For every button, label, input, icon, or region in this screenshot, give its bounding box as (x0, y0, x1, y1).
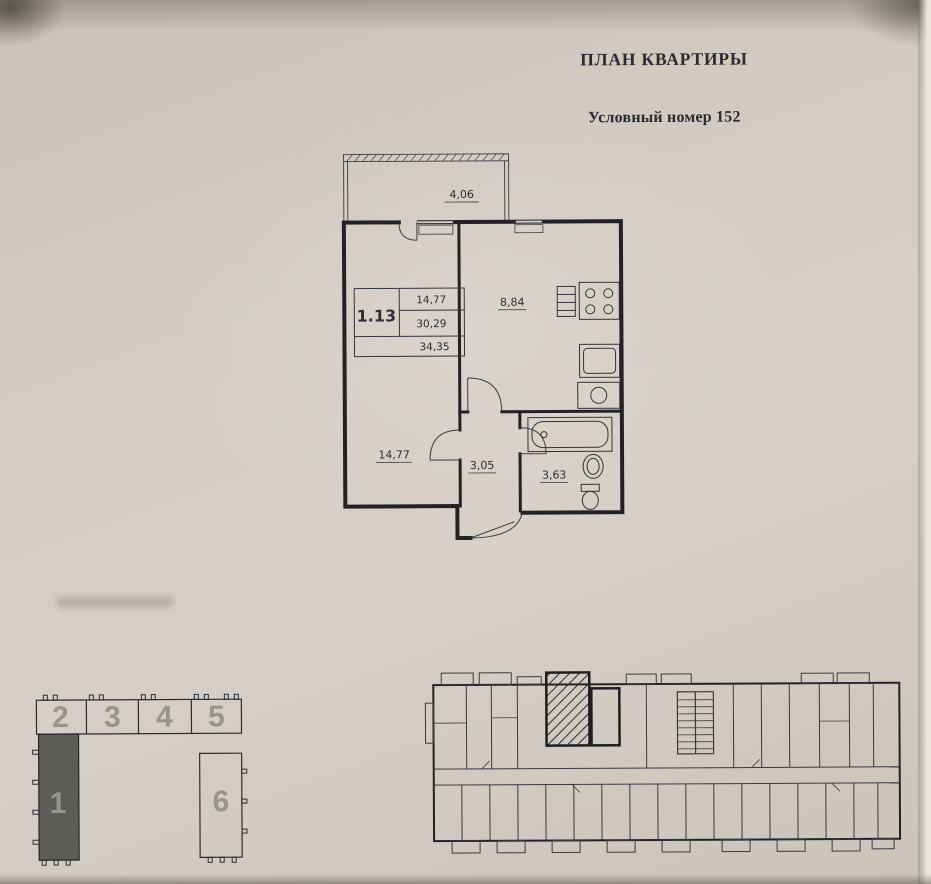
section-notches (32, 693, 248, 866)
section-4-label: 4 (156, 701, 173, 734)
outer-walls (341, 219, 625, 541)
section-6-label: 6 (212, 785, 229, 818)
interior-details (433, 717, 850, 793)
highlighted-apartment-unit (544, 671, 591, 747)
section-3-label: 3 (104, 701, 121, 734)
bathtub-icon (527, 416, 613, 453)
adjacent-unit-outline (590, 686, 621, 747)
bottom-partitions (461, 782, 879, 842)
interior-walls (457, 222, 624, 513)
building-section-scheme: 2 3 4 5 1 6 (32, 693, 248, 866)
door-swings (398, 222, 547, 539)
living-area-label: 14,77 (416, 294, 446, 306)
corridor-walls (433, 766, 900, 786)
paper-right-edge (918, 0, 931, 884)
balcony-area-label: 4,06 (449, 188, 474, 201)
apartment-floor-plan: 1.13 14,77 30,29 34,35 4,06 8,84 14,77 3… (341, 153, 625, 541)
scan-smudge-artifact (55, 595, 174, 609)
stove-icon (556, 281, 620, 320)
hall-area-label: 3,05 (470, 459, 495, 472)
bathroom-area-label: 3,63 (542, 468, 567, 481)
paper-bottom-edge (0, 874, 931, 884)
washer-icon (577, 381, 621, 409)
fridge-icon (578, 343, 621, 378)
section-1-label: 1 (49, 787, 66, 820)
section-5-label: 5 (208, 700, 225, 733)
washbasin-icon (582, 453, 604, 479)
floor-overview-plan (424, 671, 902, 854)
room-area-label: 14,77 (378, 448, 410, 461)
windows (416, 219, 544, 235)
top-partitions (465, 682, 875, 770)
balcony-outline (342, 153, 510, 223)
floor-outline (432, 681, 902, 843)
bottom-balconies (451, 838, 895, 854)
section-2-label: 2 (52, 701, 69, 734)
document-subtitle: Условный номер 152 (587, 108, 741, 127)
apartment-area-label: 30,29 (416, 318, 446, 330)
stairwell (676, 691, 715, 755)
apartment-number-label: 1.13 (357, 306, 397, 325)
kitchen-area-label: 8,84 (500, 296, 525, 309)
area-stamp-box (353, 287, 466, 358)
highlighted-section-block (37, 733, 80, 861)
document-title: ПЛАН КВАРТИРЫ (580, 48, 748, 70)
total-area-label: 34,35 (419, 341, 449, 353)
toilet-icon (580, 483, 600, 510)
